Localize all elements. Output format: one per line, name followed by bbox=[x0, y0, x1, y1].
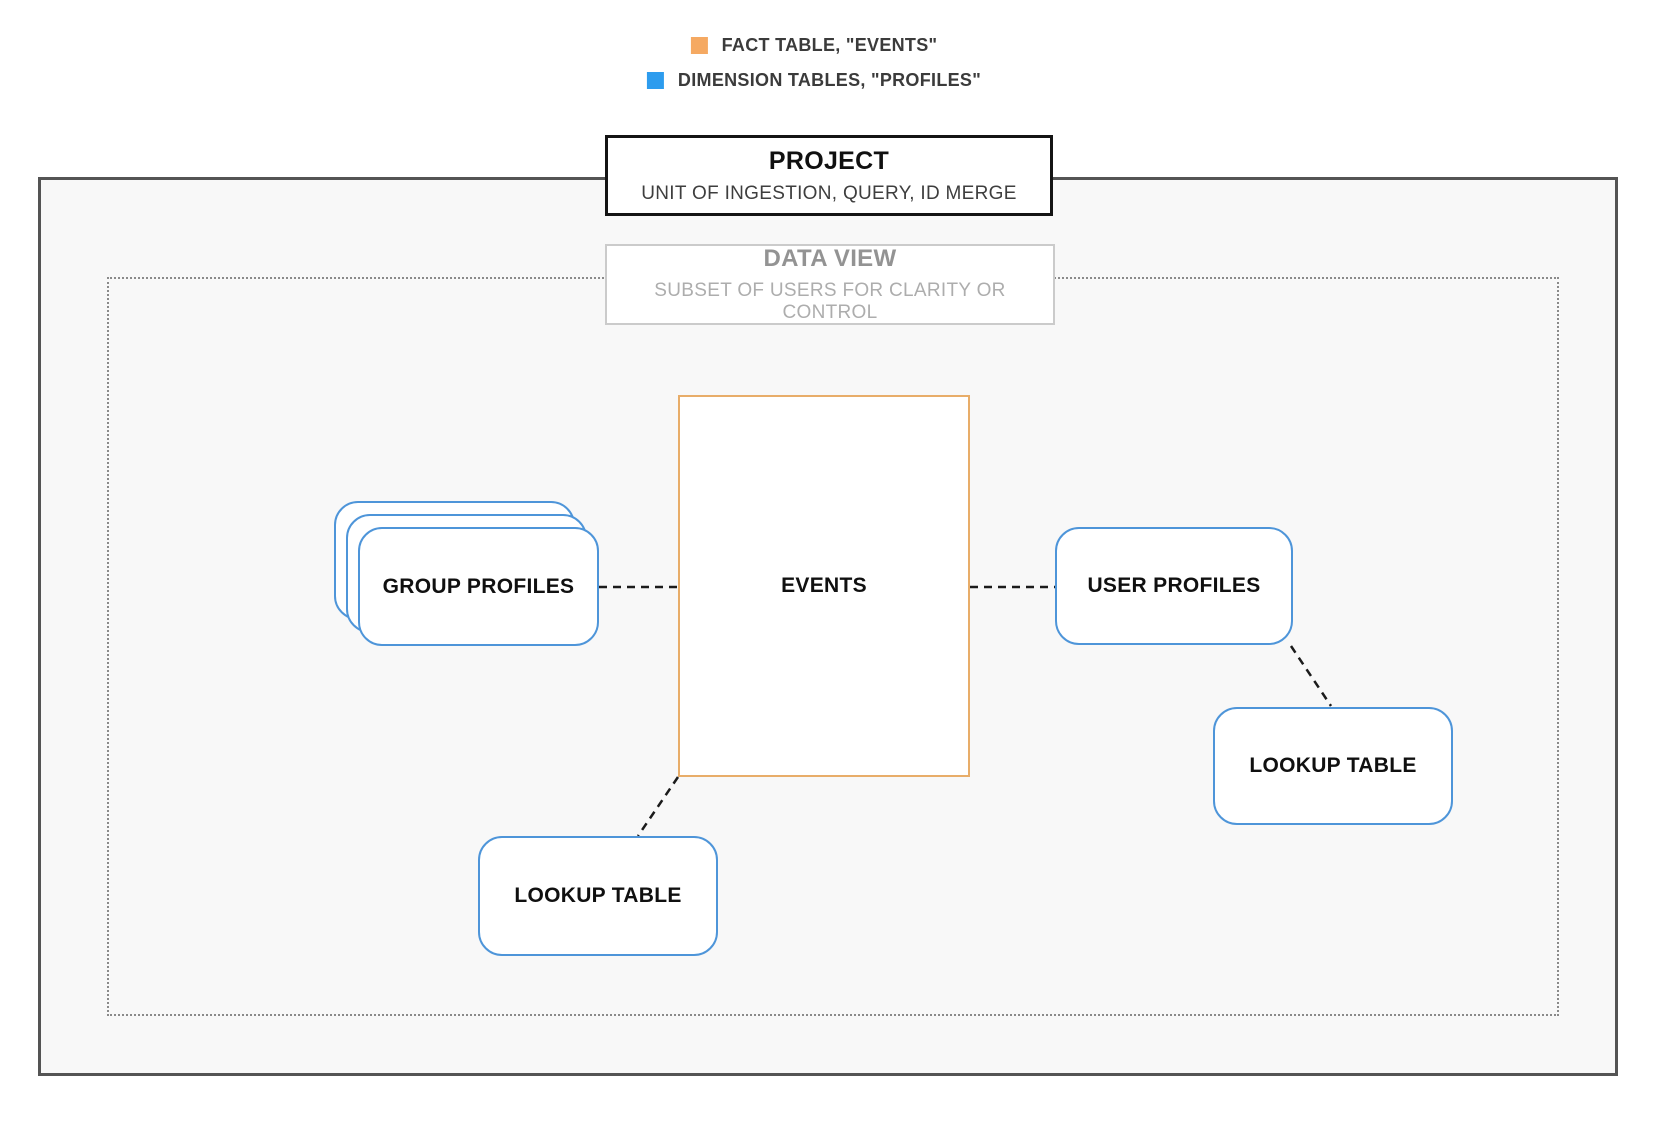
fact-table-swatch-icon bbox=[690, 37, 708, 54]
node-group-profiles-label: GROUP PROFILES bbox=[382, 574, 575, 598]
node-lookup-table-bottom-label: LOOKUP TABLE bbox=[514, 884, 682, 907]
project-subtitle: UNIT OF INGESTION, QUERY, ID MERGE bbox=[641, 182, 1017, 204]
node-lookup-table-bottom: LOOKUP TABLE bbox=[478, 836, 718, 956]
project-header: PROJECT UNIT OF INGESTION, QUERY, ID MER… bbox=[605, 135, 1053, 216]
node-events-label: EVENTS bbox=[781, 574, 867, 597]
legend-item-fact-table: FACT TABLE, "EVENTS" bbox=[690, 35, 938, 56]
legend-item-label: DIMENSION TABLES, "PROFILES" bbox=[677, 70, 982, 90]
node-events: EVENTS bbox=[678, 395, 970, 777]
dimension-tables-swatch-icon bbox=[646, 72, 664, 89]
node-user-profiles: USER PROFILES bbox=[1055, 527, 1293, 645]
data-view-subtitle: SUBSET OF USERS FOR CLARITY OR CONTROL bbox=[654, 280, 1006, 323]
node-user-profiles-label: USER PROFILES bbox=[1087, 574, 1261, 597]
data-view-header: DATA VIEW SUBSET OF USERS FOR CLARITY OR… bbox=[605, 244, 1055, 325]
legend: FACT TABLE, "EVENTS" DIMENSION TABLES, "… bbox=[646, 35, 982, 91]
legend-item-dimension-tables: DIMENSION TABLES, "PROFILES" bbox=[646, 70, 982, 91]
node-lookup-table-right: LOOKUP TABLE bbox=[1213, 707, 1453, 825]
node-group-profiles: GROUP PROFILES bbox=[358, 527, 599, 646]
data-view-title: DATA VIEW bbox=[763, 245, 897, 272]
legend-item-label: FACT TABLE, "EVENTS" bbox=[721, 35, 938, 55]
node-lookup-table-right-label: LOOKUP TABLE bbox=[1249, 754, 1417, 777]
project-title: PROJECT bbox=[768, 146, 890, 175]
